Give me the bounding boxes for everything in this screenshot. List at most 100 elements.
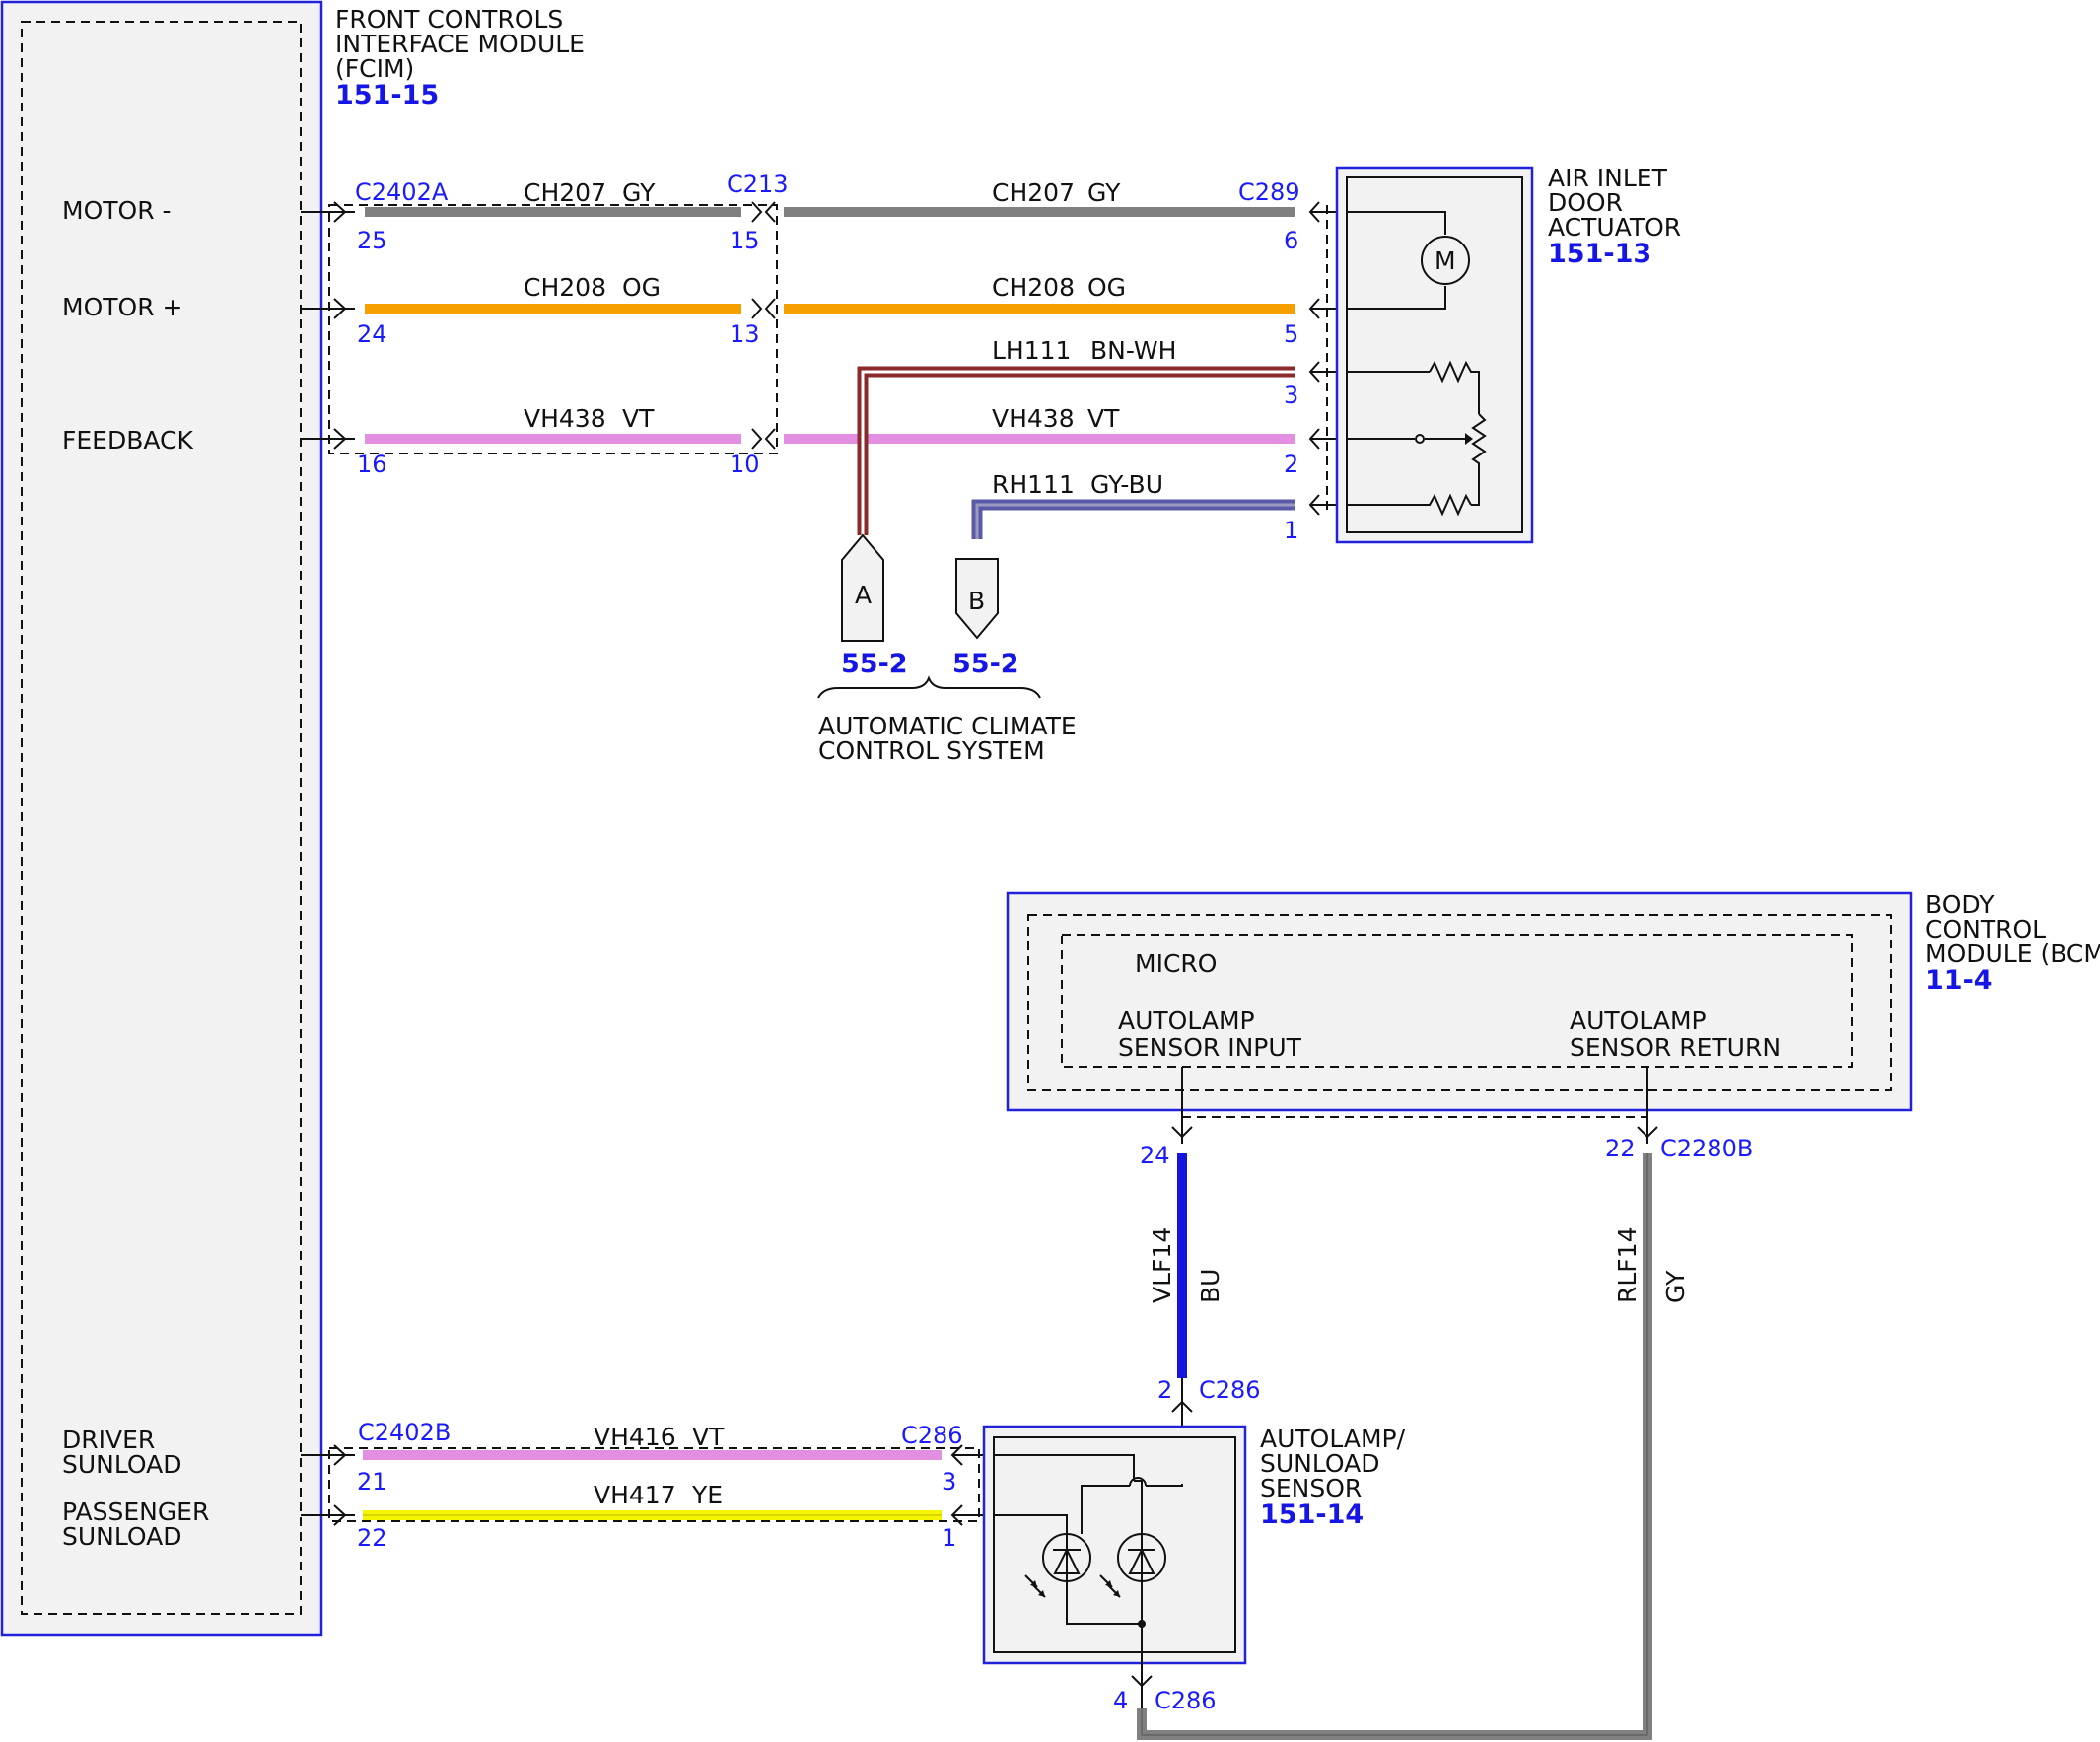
label-ch207-left-color: GY xyxy=(622,178,656,207)
photodiode-icon-2 xyxy=(1099,1533,1166,1598)
fcim-name-line1: FRONT CONTROLS xyxy=(335,5,563,34)
c286-left-pin-markers xyxy=(950,1444,986,1526)
c2402b-c286-harness-box xyxy=(328,1447,980,1522)
label-ch208-right-circuit: CH208 xyxy=(992,273,1075,302)
upper-wire-labels: CH207 GY CH208 OG VH438 VT CH207 GY CH20… xyxy=(524,178,1176,499)
connector-c2402b: C2402B xyxy=(358,1419,451,1446)
pin-5: 5 xyxy=(1284,320,1298,348)
fcim-ref: 151-15 xyxy=(335,80,439,110)
resistor-icon xyxy=(1429,360,1480,414)
actuator-ref: 151-13 xyxy=(1548,239,1651,269)
label-ch208-right-color: OG xyxy=(1087,273,1126,302)
c2280b-pin-markers xyxy=(1171,1126,1658,1139)
fcim-pin-feedback: FEEDBACK xyxy=(62,426,193,454)
label-rlf14-circuit: RLF14 xyxy=(1613,1227,1642,1304)
label-rh111-circuit: RH111 xyxy=(992,470,1075,499)
pin-13: 13 xyxy=(730,320,760,348)
label-ch207-right-color: GY xyxy=(1087,178,1121,207)
pin-22: 22 xyxy=(357,1524,387,1552)
motor-icon xyxy=(1421,236,1470,285)
sensor-pin-1: 1 xyxy=(942,1524,956,1552)
label-vlf14-color: BU xyxy=(1196,1269,1225,1303)
pin-15: 15 xyxy=(730,227,760,254)
bcm-input-line1: AUTOLAMP xyxy=(1118,1007,1255,1035)
sensor-pin-4: 4 xyxy=(1113,1687,1128,1714)
sensor-module: AUTOLAMP/ SUNLOAD SENSOR 151-14 xyxy=(982,1425,1406,1708)
pin-1: 1 xyxy=(1284,517,1298,544)
connector-c2280b: C2280B xyxy=(1660,1135,1753,1162)
label-ch207-left-circuit: CH207 xyxy=(524,178,606,207)
actuator-inner xyxy=(1346,176,1523,533)
connector-a-icon xyxy=(841,533,884,642)
bcm-pin-22: 22 xyxy=(1605,1135,1636,1162)
potentiometer-icon xyxy=(1471,413,1487,506)
label-vh417-circuit: VH417 xyxy=(594,1481,676,1509)
label-rlf14-color: GY xyxy=(1661,1270,1690,1303)
climate-ref-a: 55-2 xyxy=(841,649,908,679)
label-vh438-right-color: VT xyxy=(1087,404,1120,433)
pin-24: 24 xyxy=(357,320,387,348)
label-vh438-right-circuit: VH438 xyxy=(992,404,1075,433)
label-ch208-left-circuit: CH208 xyxy=(524,273,606,302)
c286-bottom-pin-marker xyxy=(1131,1675,1153,1688)
bcm-pin-24: 24 xyxy=(1140,1142,1170,1169)
label-ch208-left-color: OG xyxy=(622,273,661,302)
c2402a-pin-markers xyxy=(333,201,347,450)
pin-6: 6 xyxy=(1284,227,1298,254)
fcim-pin-motor-plus: MOTOR + xyxy=(62,293,182,321)
actuator-name-line2: DOOR xyxy=(1548,188,1623,217)
label-vh416-color: VT xyxy=(692,1423,725,1451)
bcm-outer-dashed xyxy=(1027,914,1892,1091)
connector-c286-left: C286 xyxy=(901,1422,963,1449)
bcm-input-line2: SENSOR INPUT xyxy=(1118,1033,1302,1062)
climate-ref-b: 55-2 xyxy=(952,649,1019,679)
connector-c213: C213 xyxy=(727,171,789,198)
bcm-name-line1: BODY xyxy=(1925,890,1995,919)
fcim-name-line2: INTERFACE MODULE xyxy=(335,30,585,58)
connector-c289: C289 xyxy=(1238,178,1300,206)
sensor-inner xyxy=(993,1436,1236,1653)
actuator-name-line3: ACTUATOR xyxy=(1548,213,1681,242)
wiper-arrow-icon xyxy=(1465,433,1473,445)
pin-3: 3 xyxy=(1284,382,1298,409)
pin-25: 25 xyxy=(357,227,387,254)
climate-brace xyxy=(817,675,1041,699)
junction-dot xyxy=(1138,1620,1146,1628)
climate-connectors: A B 55-2 55-2 AUTOMATIC CLIMATE CONTROL … xyxy=(817,533,1077,765)
bcm-ref: 11-4 xyxy=(1925,965,1993,996)
bcm-return-line2: SENSOR RETURN xyxy=(1570,1033,1781,1062)
bcm-name-line3: MODULE (BCM) xyxy=(1925,940,2100,968)
label-vh417-color: YE xyxy=(691,1481,723,1509)
bcm-name-line2: CONTROL xyxy=(1925,915,2046,943)
sensor-ref: 151-14 xyxy=(1260,1499,1364,1530)
pin-21: 21 xyxy=(357,1468,387,1496)
fcim-pin-driver-sunload-line2: SUNLOAD xyxy=(62,1450,182,1479)
fcim-pin-driver-sunload-line1: DRIVER xyxy=(62,1426,155,1454)
c2402a-c213-harness-box xyxy=(328,204,778,454)
label-lh111-circuit: LH111 xyxy=(992,336,1071,365)
bcm-micro-label: MICRO xyxy=(1135,949,1217,978)
pin-16: 16 xyxy=(357,451,387,478)
bcm-outline xyxy=(1006,891,1913,1112)
pin-2: 2 xyxy=(1284,451,1298,478)
sensor-pin-3: 3 xyxy=(942,1468,956,1496)
label-rh111-color: GY-BU xyxy=(1090,470,1163,499)
wire-rh111 xyxy=(971,499,1295,539)
connector-a-label: A xyxy=(855,581,872,609)
label-lh111-color: BN-WH xyxy=(1090,336,1176,365)
label-vh438-left-circuit: VH438 xyxy=(524,404,606,433)
bcm-module: MICRO AUTOLAMP SENSOR INPUT AUTOLAMP SEN… xyxy=(1006,890,2100,1144)
actuator-module: M AIR INLET DOOR ACTUATOR 151-13 xyxy=(1335,164,1681,544)
sensor-name-line1: AUTOLAMP/ xyxy=(1260,1425,1406,1453)
fcim-name-line3: (FCIM) xyxy=(335,54,414,83)
label-vlf14-circuit: VLF14 xyxy=(1148,1227,1176,1303)
bcm-micro-dashed xyxy=(1061,934,1853,1068)
label-vh416-circuit: VH416 xyxy=(594,1423,676,1451)
connector-c286-bottom: C286 xyxy=(1155,1687,1217,1714)
fcim-inner-dashed xyxy=(21,21,302,1615)
bcm-return-line1: AUTOLAMP xyxy=(1570,1007,1707,1035)
fcim-pin-motor-minus: MOTOR - xyxy=(62,196,172,225)
upper-connector-labels: C2402A C213 C289 25 24 16 15 13 10 6 5 3… xyxy=(355,171,1300,544)
climate-label-line2: CONTROL SYSTEM xyxy=(818,736,1045,765)
